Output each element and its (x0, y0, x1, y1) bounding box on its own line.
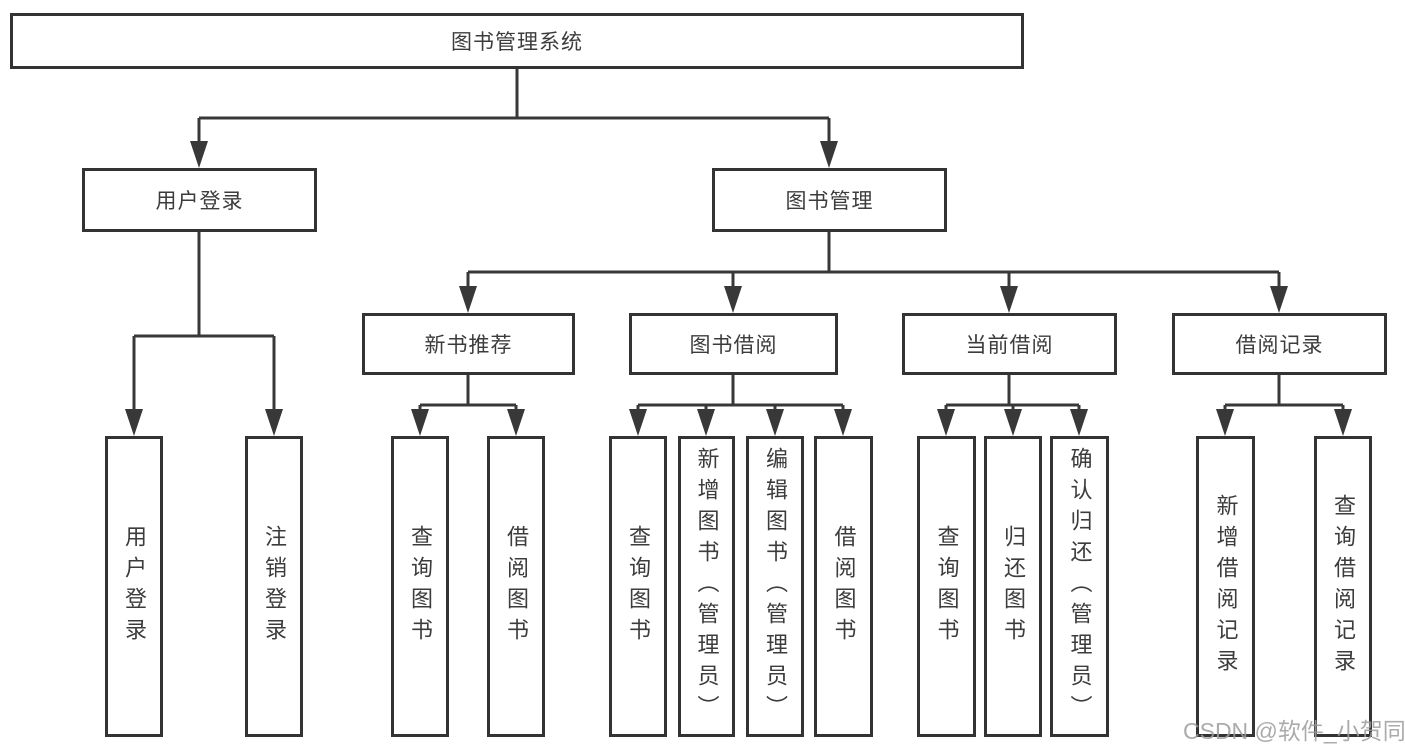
node-leaf-borrow-books-2: 借阅图书 (814, 436, 873, 737)
node-label: 图书管理系统 (451, 31, 583, 54)
node-user-login: 用户登录 (82, 168, 317, 232)
node-leaf-return-books: 归还图书 (984, 436, 1042, 737)
node-book-borrow: 图书借阅 (629, 313, 838, 375)
node-leaf-query-borrow-record: 查询借阅记录 (1314, 436, 1372, 737)
node-leaf-confirm-return-admin: 确认归还（管理员） (1050, 436, 1109, 737)
node-leaf-add-borrow-record: 新增借阅记录 (1196, 436, 1255, 737)
node-label: 查询图书 (626, 524, 651, 649)
node-label: 新增图书（管理员） (694, 447, 720, 726)
node-label: 借阅图书 (504, 524, 529, 649)
node-label: 借阅图书 (831, 524, 857, 649)
node-leaf-user-login: 用户登录 (105, 436, 163, 737)
node-new-book-recommend: 新书推荐 (362, 313, 575, 375)
node-label: 查询图书 (934, 524, 960, 649)
node-label: 新增借阅记录 (1213, 493, 1239, 680)
node-leaf-borrow-books-1: 借阅图书 (487, 436, 545, 737)
node-leaf-query-books-1: 查询图书 (391, 436, 449, 737)
csdn-watermark: CSDN @软件_小贺同学 (1183, 718, 1405, 744)
arrowhead-icons (125, 141, 1352, 436)
node-leaf-query-books-2: 查询图书 (609, 436, 667, 737)
node-library-management-system: 图书管理系统 (10, 13, 1024, 69)
node-label: 借阅记录 (1235, 334, 1324, 357)
node-leaf-logout: 注销登录 (245, 436, 303, 737)
node-label: 查询借阅记录 (1331, 493, 1356, 680)
node-label: 确认归还（管理员） (1067, 447, 1093, 726)
node-label: 图书管理 (785, 190, 874, 213)
node-label: 用户登录 (122, 524, 147, 649)
node-label: 注销登录 (262, 524, 287, 649)
node-leaf-add-books-admin: 新增图书（管理员） (678, 436, 735, 737)
node-label: 查询图书 (408, 524, 433, 649)
node-leaf-query-books-3: 查询图书 (917, 436, 976, 737)
node-borrow-record: 借阅记录 (1172, 313, 1387, 375)
node-current-borrow: 当前借阅 (902, 313, 1117, 375)
node-label: 新书推荐 (424, 334, 513, 357)
node-label: 用户登录 (155, 190, 244, 213)
node-leaf-edit-books-admin: 编辑图书（管理员） (746, 436, 804, 737)
node-book-management: 图书管理 (712, 168, 947, 232)
node-label: 编辑图书（管理员） (763, 447, 788, 726)
node-label: 归还图书 (1001, 524, 1026, 649)
node-label: 图书借阅 (689, 334, 778, 357)
node-label: 当前借阅 (965, 334, 1054, 357)
